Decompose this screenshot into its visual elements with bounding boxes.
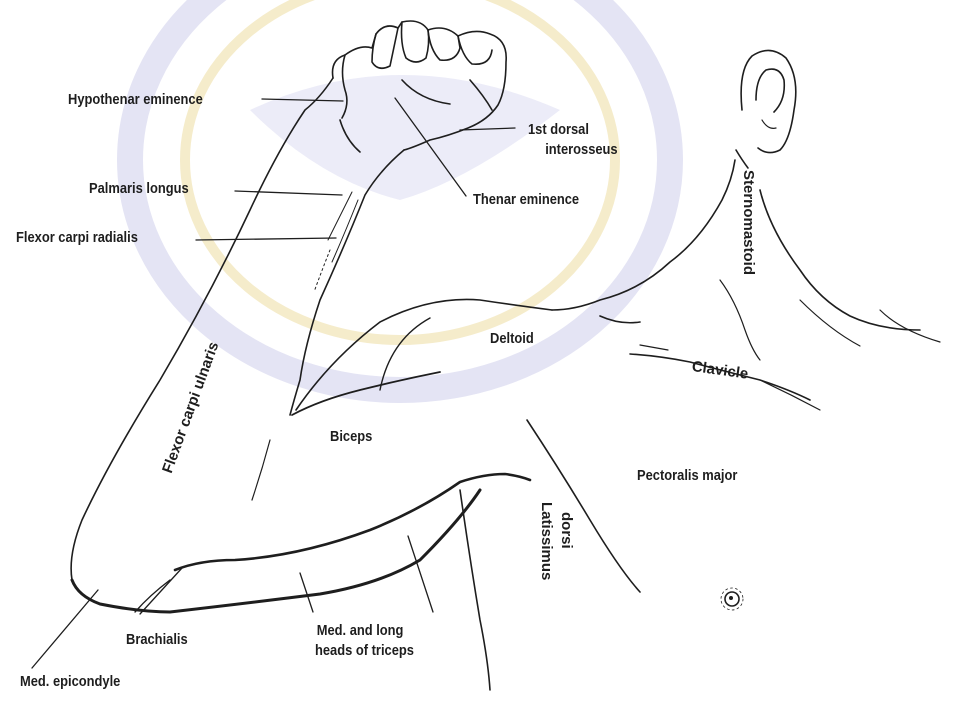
leader-thenar <box>395 98 466 196</box>
label-1st-dorsal-line1: 1st dorsal <box>528 120 618 140</box>
leader-brachialis <box>140 568 182 614</box>
label-biceps: Biceps <box>330 429 372 444</box>
label-palmaris-longus: Palmaris longus <box>89 181 189 196</box>
leader-triceps-lower <box>300 573 313 612</box>
leader-dorsal-interosseus <box>460 128 515 130</box>
label-1st-dorsal-interosseus: 1st dorsal interosseus <box>528 120 618 160</box>
label-flexor-carpi-radialis: Flexor carpi radialis <box>16 230 138 245</box>
label-thenar-eminence: Thenar eminence <box>473 192 579 207</box>
label-latissimus-dorsi-wrap: Latissimus <box>523 502 538 580</box>
label-triceps-line2: heads of triceps <box>315 641 414 661</box>
leader-palmaris <box>235 191 342 195</box>
label-latissimus-dorsi-wrap-2: dorsi <box>543 512 558 549</box>
label-1st-dorsal-line2: interosseus <box>528 140 618 160</box>
label-pectoralis-major: Pectoralis major <box>637 468 737 483</box>
label-sternomastoid: Sternomastoid <box>741 170 756 275</box>
label-triceps-heads: Med. and long heads of triceps <box>315 621 414 661</box>
label-latissimus-line2: dorsi <box>559 512 574 549</box>
leader-hypothenar <box>262 99 343 101</box>
label-sternomastoid-wrap: Sternomastoid <box>725 170 740 275</box>
label-brachialis: Brachialis <box>126 632 188 647</box>
leader-flexor-carpi-radialis <box>196 238 336 240</box>
label-med-epicondyle: Med. epicondyle <box>20 674 120 689</box>
leader-triceps-upper <box>408 536 433 612</box>
leader-epicondyle <box>32 590 98 668</box>
label-triceps-line1: Med. and long <box>315 621 414 641</box>
label-deltoid: Deltoid <box>490 331 534 346</box>
label-hypothenar-eminence: Hypothenar eminence <box>68 92 203 107</box>
